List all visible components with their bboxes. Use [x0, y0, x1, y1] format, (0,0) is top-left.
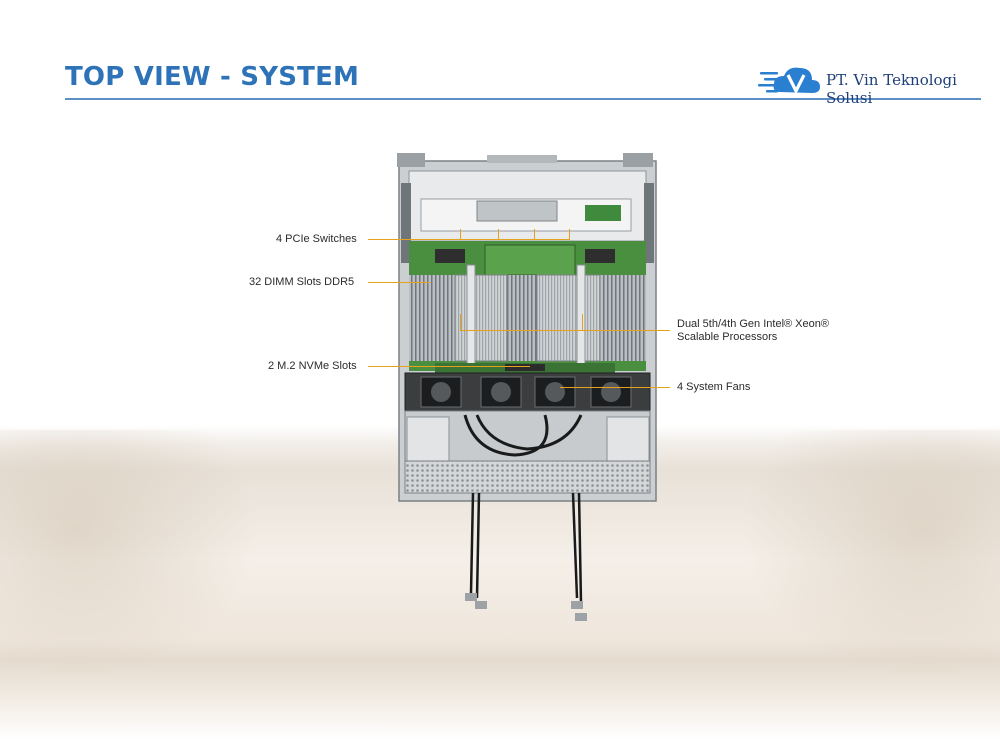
fans-callout-line — [560, 387, 670, 388]
system-fans-label: 4 System Fans — [677, 381, 751, 393]
dimm-callout-line — [368, 282, 430, 283]
cpu-callout-tick-2 — [582, 314, 583, 330]
nvme-callout-line — [368, 366, 530, 367]
processors-label: Dual 5th/4th Gen Intel® Xeon® Scalable P… — [677, 318, 877, 344]
cpu-callout-tick-1 — [460, 314, 461, 330]
pcie-callout-tick-4 — [569, 229, 570, 239]
processors-label-line-1: Dual 5th/4th Gen Intel® Xeon® — [677, 318, 829, 330]
pcie-callout-tick-3 — [534, 229, 535, 239]
pcie-callout-tick-2 — [498, 229, 499, 239]
title-divider — [65, 98, 981, 100]
company-name: PT. Vin Teknologi Solusi — [826, 71, 957, 107]
dimm-slots-label: 32 DIMM Slots DDR5 — [249, 276, 355, 288]
server-chassis-image — [397, 153, 657, 621]
background-shade-right — [740, 430, 1000, 680]
pcie-switches-label: 4 PCIe Switches — [276, 233, 357, 245]
slide-title: TOP VIEW - SYSTEM — [65, 62, 360, 92]
nvme-slots-label: 2 M.2 NVMe Slots — [268, 360, 357, 372]
pcie-callout-tick-1 — [460, 229, 461, 239]
background-shade-left — [0, 430, 260, 680]
v-cloud-logo-icon — [758, 67, 820, 93]
cpu-callout-line — [460, 330, 670, 331]
processors-label-line-2: Scalable Processors — [677, 331, 778, 343]
pcie-callout-line — [368, 239, 570, 240]
